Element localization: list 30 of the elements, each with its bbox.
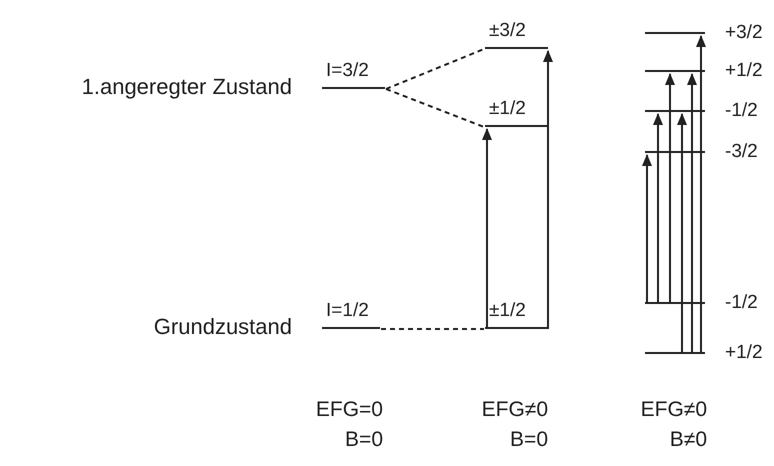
level-label: -1/2 bbox=[725, 292, 758, 314]
level-label: -3/2 bbox=[725, 141, 758, 163]
transition-arrow bbox=[543, 50, 553, 329]
condition-label: B=0 bbox=[509, 428, 548, 452]
condition-label: EFG≠0 bbox=[640, 398, 707, 422]
level-label: ±3/2 bbox=[489, 20, 526, 42]
state-name: 1.angeregter Zustand bbox=[82, 76, 292, 98]
transition-arrow bbox=[677, 113, 687, 354]
transition-arrow bbox=[653, 113, 663, 304]
level-label: ±1/2 bbox=[489, 300, 526, 322]
level-label: +1/2 bbox=[725, 342, 763, 364]
level-label: +1/2 bbox=[725, 60, 763, 82]
dashed-connector bbox=[381, 328, 484, 330]
transition-arrow bbox=[696, 35, 706, 354]
transition-arrow bbox=[482, 128, 492, 329]
level-label: I=1/2 bbox=[326, 300, 369, 322]
state-name: Grundzustand bbox=[154, 316, 292, 338]
dashed-connector bbox=[386, 88, 484, 128]
condition-label: EFG=0 bbox=[314, 398, 383, 422]
transition-arrow bbox=[642, 154, 652, 304]
level-label: I=3/2 bbox=[326, 60, 369, 82]
condition-label: EFG≠0 bbox=[480, 398, 548, 422]
condition-label: B≠0 bbox=[668, 428, 707, 452]
transition-arrow bbox=[665, 73, 675, 304]
transition-arrow bbox=[687, 73, 697, 354]
level-label: -1/2 bbox=[725, 100, 758, 122]
dashed-connector bbox=[386, 48, 484, 90]
level-label: +3/2 bbox=[725, 22, 763, 44]
level-label: ±1/2 bbox=[489, 98, 526, 120]
condition-label: B=0 bbox=[344, 428, 383, 452]
